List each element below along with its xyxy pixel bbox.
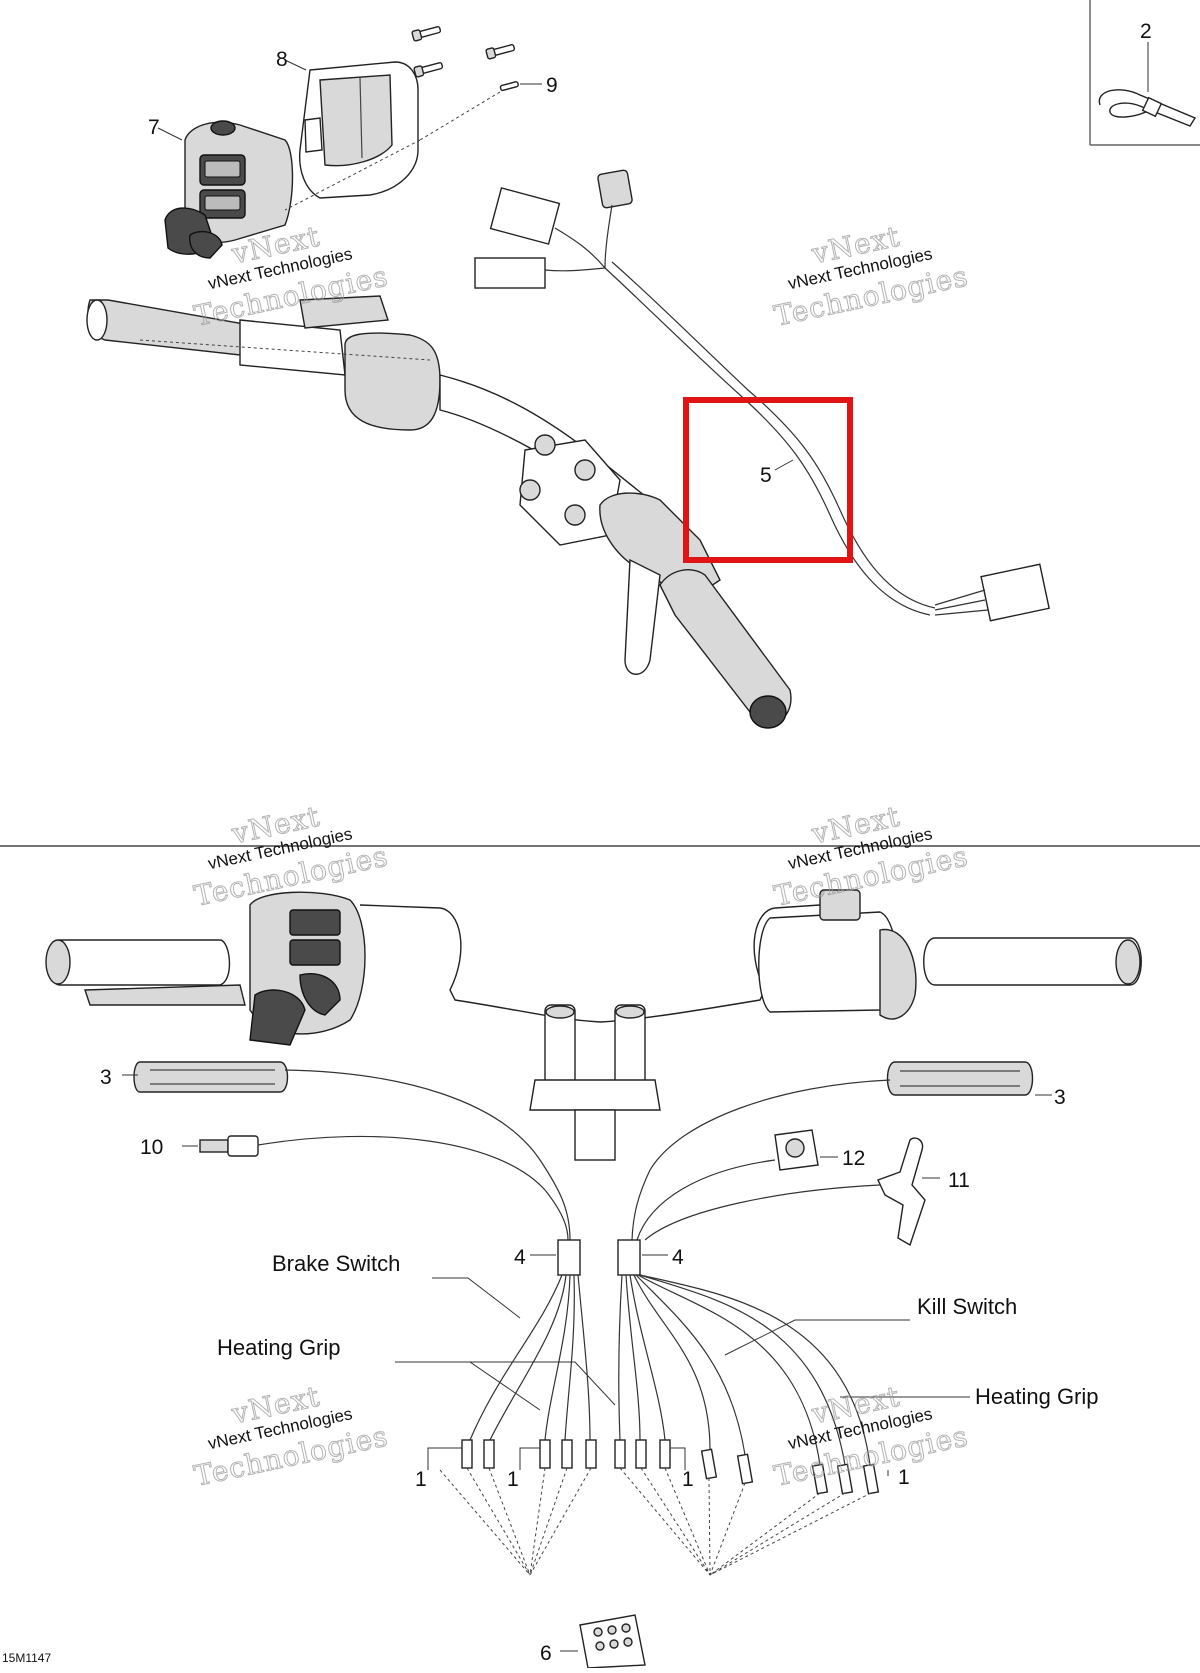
left-grip-assembled — [48, 939, 231, 986]
right-wire-bundle — [618, 1274, 871, 1466]
connector-item-12: 12 — [636, 1129, 865, 1241]
connector-item-6: 6 — [540, 1614, 646, 1669]
label-kill-switch: Kill Switch — [917, 1294, 1017, 1319]
left-wire-bundle — [469, 1274, 591, 1441]
callout-8: 8 — [276, 48, 288, 71]
callout-4-left: 4 — [514, 1246, 526, 1269]
inset-box-item-2: 2 — [1089, 0, 1200, 146]
watermark-bottom-right: vNext vNext Technologies Technologies — [771, 1379, 972, 1493]
brake-master-cylinder — [299, 295, 389, 329]
harness-connector-d — [980, 563, 1050, 622]
callout-1-b: 1 — [507, 1468, 519, 1491]
heating-element-left-item-3: 3 — [100, 1061, 571, 1241]
kill-switch-bracket-item-11: 11 — [644, 1137, 970, 1247]
watermark-bottom-left: vNext vNext Technologies Technologies — [191, 1379, 392, 1493]
highlight-box-item-5 — [683, 397, 853, 563]
callout-3-left: 3 — [100, 1066, 112, 1089]
callout-2: 2 — [1140, 20, 1152, 43]
throttle-lever — [624, 558, 661, 675]
callout-1-c: 1 — [682, 1468, 694, 1491]
callout-5: 5 — [760, 464, 772, 487]
heating-element-right-item-3: 3 — [631, 1061, 1066, 1241]
screws-item-9: 9 — [284, 26, 558, 211]
harness-connector-b — [474, 257, 546, 289]
callout-3-right: 3 — [1054, 1086, 1066, 1109]
harness-sleeves-item-4: 4 4 — [514, 1239, 684, 1276]
switch-housing-item-7: 7 — [148, 116, 294, 259]
temperature-sensor-item-10: 10 — [140, 1135, 569, 1241]
dashed-routing-lines — [439, 1467, 872, 1576]
watermark-mid-left: vNext vNext Technologies Technologies — [191, 799, 392, 913]
callout-9: 9 — [546, 74, 558, 97]
handlebar-top-view — [86, 295, 792, 729]
watermark-top-right: vNext vNext Technologies Technologies — [771, 219, 972, 333]
right-grip-assembled — [923, 937, 1142, 986]
harness-connector-a — [489, 187, 561, 245]
callout-12: 12 — [842, 1147, 865, 1170]
callout-1-a: 1 — [415, 1468, 427, 1491]
label-heating-grip-right: Heating Grip — [975, 1384, 1099, 1409]
wiring-harness-item-5: 5 — [474, 169, 1050, 622]
callout-1-d: 1 — [898, 1466, 910, 1489]
callout-6: 6 — [540, 1642, 552, 1665]
callout-7: 7 — [148, 116, 160, 139]
label-heating-grip-left: Heating Grip — [217, 1335, 341, 1360]
callout-10: 10 — [140, 1136, 163, 1159]
handlebar-assembled-view — [45, 889, 1142, 1161]
label-brake-switch: Brake Switch — [272, 1251, 400, 1276]
terminals-item-1: 1 1 1 1 — [415, 1439, 910, 1495]
watermark-mid-right: vNext vNext Technologies Technologies — [771, 799, 972, 913]
figure-code: 15M1147 — [2, 1651, 51, 1665]
callout-4-right: 4 — [672, 1246, 684, 1269]
callout-11: 11 — [948, 1169, 970, 1192]
housing-cover-item-8: 8 — [276, 48, 419, 199]
harness-connector-c — [597, 169, 633, 209]
wire-labels: Brake Switch Heating Grip Kill Switch He… — [217, 1251, 1099, 1411]
